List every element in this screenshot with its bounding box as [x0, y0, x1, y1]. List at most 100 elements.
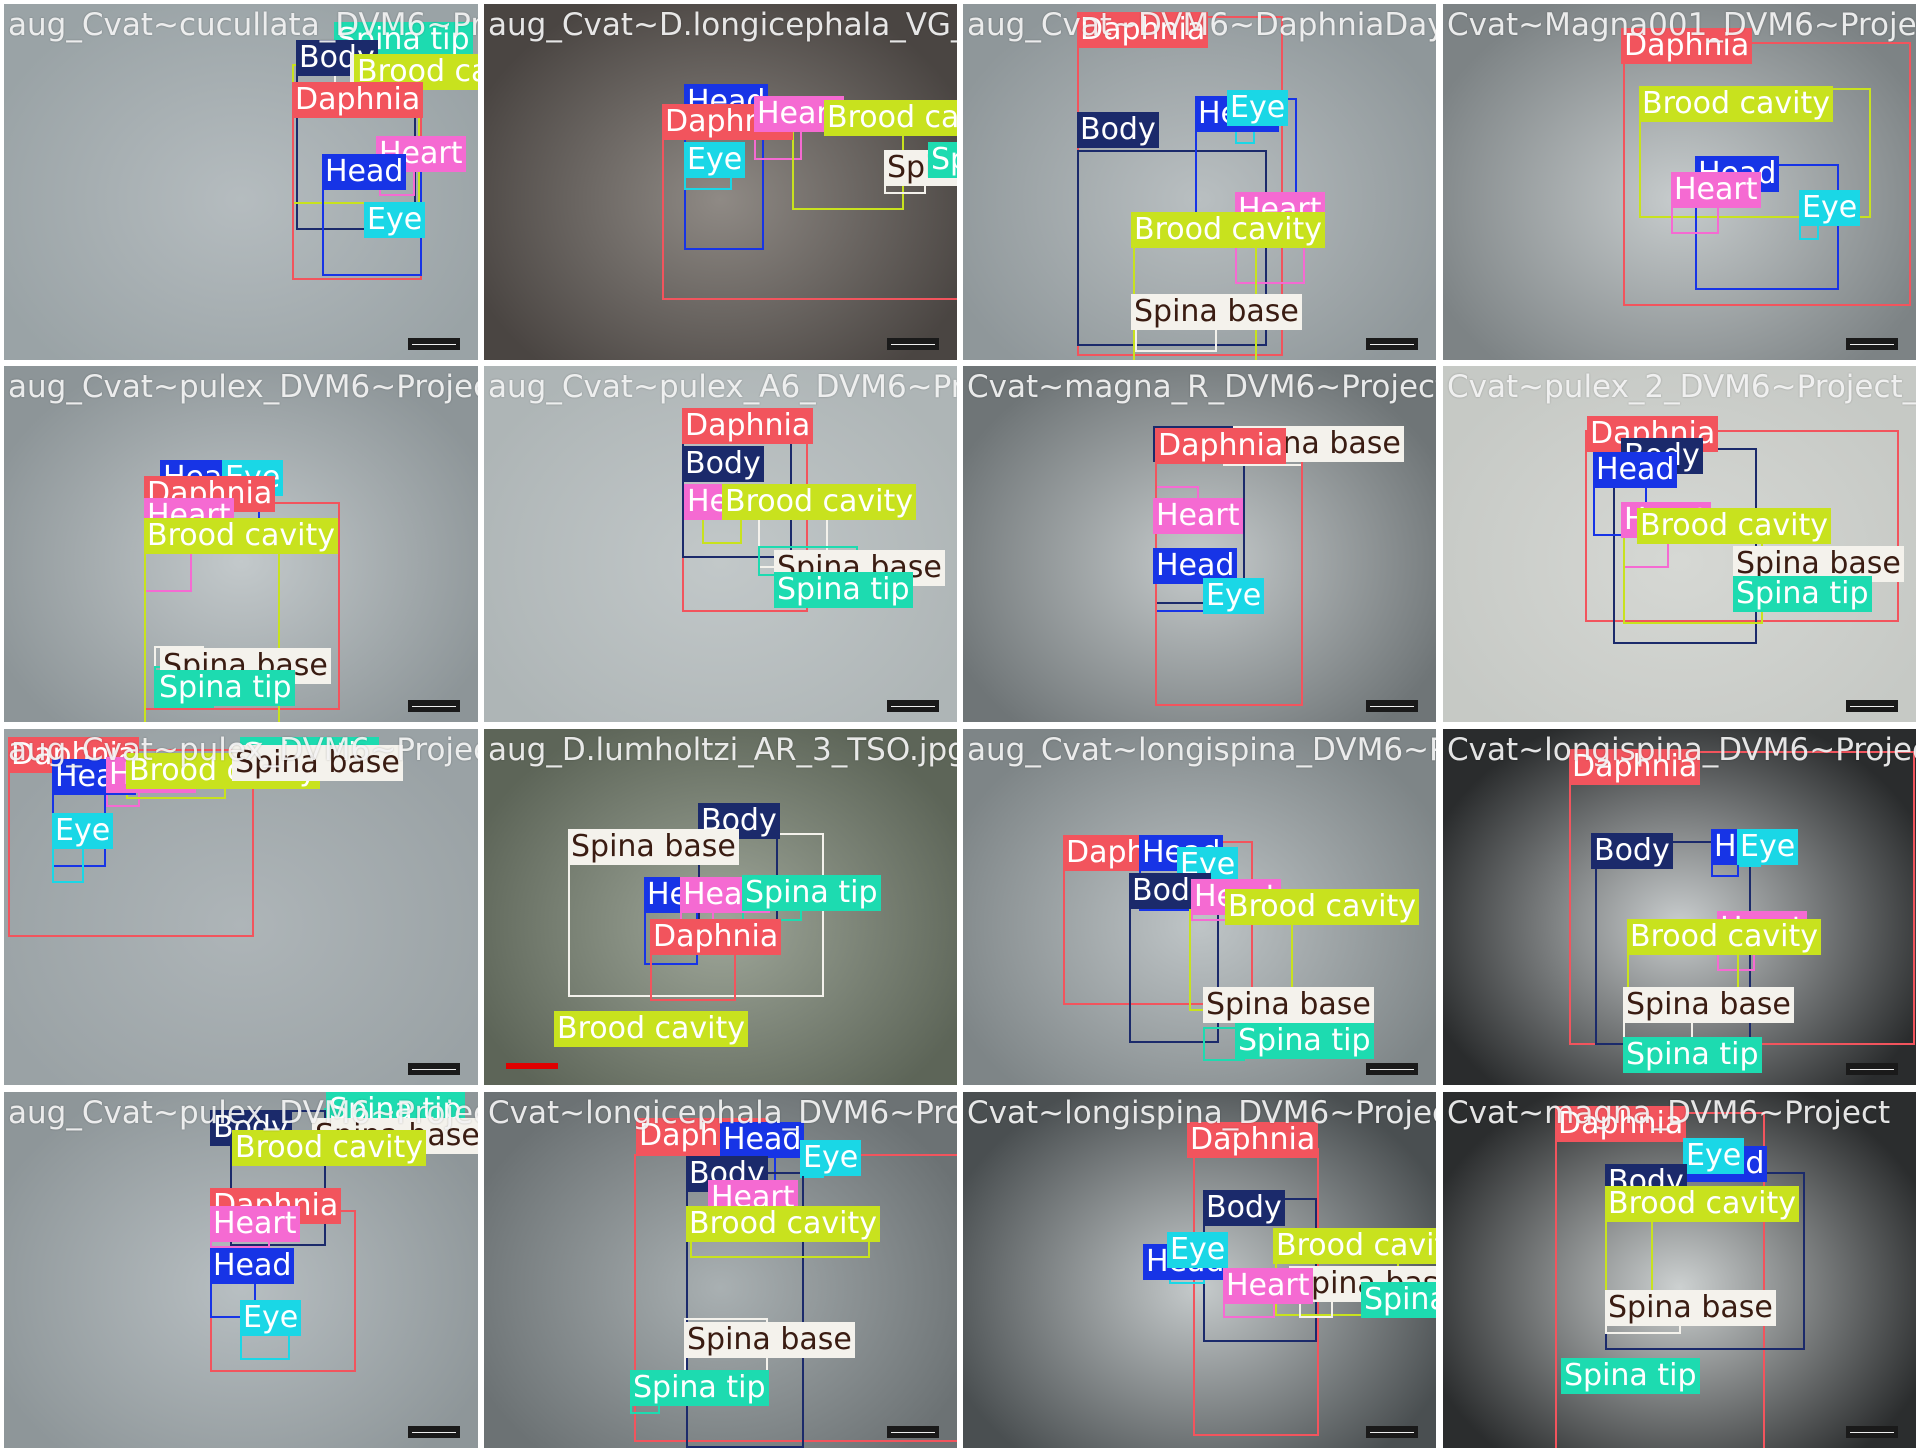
bbox-daphnia	[1623, 42, 1911, 306]
microscope-photo	[963, 366, 1436, 722]
bbox-label: Eye	[800, 1140, 862, 1176]
bbox-label: Daphnia	[1621, 28, 1753, 64]
bbox-label: Daphnia	[292, 82, 424, 118]
bbox-label: Eye	[1683, 1138, 1745, 1174]
bbox-label: Eye	[1203, 578, 1265, 614]
bbox-label: Spina base	[232, 745, 403, 781]
scale-bar	[1846, 338, 1898, 350]
bbox-label: Daphnia	[1155, 428, 1287, 464]
bbox-label: Eye	[1799, 190, 1861, 226]
bbox-label: Eye	[240, 1300, 302, 1336]
bbox-label: Eye	[52, 813, 114, 849]
scale-bar	[408, 1426, 460, 1438]
bbox-label: Spina tip	[1361, 1282, 1436, 1318]
bbox-label: Spina tip	[1561, 1358, 1700, 1394]
scale-bar	[408, 700, 460, 712]
bbox-body	[1077, 150, 1267, 346]
bbox-label: Spina base	[1623, 987, 1794, 1023]
bbox-label: Spina base	[1605, 1290, 1776, 1326]
bbox-label: Head	[720, 1122, 805, 1158]
bbox-label: Brood cavity	[232, 1130, 427, 1166]
scale-bar	[408, 1063, 460, 1075]
bbox-label: Head	[210, 1248, 295, 1284]
bbox-label: Spina tip	[1623, 1037, 1762, 1073]
bbox-label: Eye	[1737, 829, 1799, 865]
bbox-label: Spina tip	[1733, 576, 1872, 612]
bbox-label: Brood cavity	[1605, 1186, 1800, 1222]
scale-bar	[1846, 1063, 1898, 1075]
microscope-photo	[1443, 729, 1916, 1085]
scale-bar	[887, 700, 939, 712]
bbox-label: Eye	[1167, 1232, 1229, 1268]
bbox-label: Daphnia	[1569, 749, 1701, 785]
bbox-label: Brood cavity	[824, 100, 957, 136]
bbox-label: Spina base	[1131, 294, 1302, 330]
bbox-label: Head	[322, 154, 407, 190]
bbox-label: Body	[1591, 833, 1673, 869]
bbox-label: Daphnia	[1077, 12, 1209, 48]
scale-bar	[1366, 1426, 1418, 1438]
scale-bar	[1366, 700, 1418, 712]
bbox-label: Eye	[364, 202, 426, 238]
bbox-label: Spina tip	[156, 670, 295, 706]
bbox-label: Spina base	[568, 829, 739, 865]
bbox-label: Brood cavity	[722, 484, 917, 520]
scale-bar	[1366, 338, 1418, 350]
bbox-label: Spina base	[1733, 546, 1904, 582]
bbox-label: Heart	[1223, 1268, 1313, 1304]
scale-bar	[887, 1426, 939, 1438]
bbox-label: Brood cavity	[1225, 889, 1420, 925]
bbox-label: Eye	[684, 142, 746, 178]
bbox-label: Spina tip	[1235, 1023, 1374, 1059]
bbox-label: Brood cavity	[1627, 919, 1822, 955]
scale-bar	[506, 1058, 558, 1070]
bbox-label: Spina tip	[774, 572, 913, 608]
bbox-label: Brood cavity	[1131, 212, 1326, 248]
scale-bar	[887, 338, 939, 350]
bbox-label: Spina tip	[742, 875, 881, 911]
bbox-label: Body	[682, 446, 764, 482]
bbox-label: Daphnia	[1187, 1122, 1319, 1158]
scale-bar	[1846, 700, 1898, 712]
bbox-label: Spina tip	[928, 142, 957, 178]
microscope-photo	[484, 4, 957, 360]
bbox-label: Daphnia	[650, 919, 782, 955]
bbox-label: Brood cavity	[1639, 86, 1834, 122]
scale-bar	[408, 338, 460, 350]
bbox-label: Daphnia	[1555, 1106, 1687, 1142]
bbox-label: Head	[1593, 452, 1678, 488]
bbox-label: Brood cavity	[1637, 508, 1832, 544]
scale-bar	[1366, 1063, 1418, 1075]
scale-bar	[1846, 1426, 1898, 1438]
bbox-label: Daphnia	[682, 408, 814, 444]
bbox-label: Brood cavity	[144, 518, 339, 554]
image-tile: DaphniaBodyHeadEyeHeartBrood cavitySpina…	[1443, 729, 1916, 1085]
bbox-label: Heart	[1153, 498, 1243, 534]
bbox-label: Heart	[1671, 172, 1761, 208]
image-tile: DaphniaBodyHeadEyeHeartBrood cavitySpina…	[963, 4, 1436, 360]
bbox-label: Brood cavity	[1273, 1228, 1436, 1264]
bbox-label: Eye	[1227, 90, 1289, 126]
bbox-label: Body	[1203, 1190, 1285, 1226]
bbox-label: Spina base	[684, 1322, 855, 1358]
bbox-label: Brood cavity	[686, 1206, 881, 1242]
bbox-daphnia	[1585, 430, 1899, 622]
bbox-label: Brood cavity	[554, 1011, 749, 1047]
bbox-label: Spina base	[1203, 987, 1374, 1023]
bbox-label: Spina tip	[630, 1370, 769, 1406]
bbox-label: Body	[1077, 112, 1159, 148]
